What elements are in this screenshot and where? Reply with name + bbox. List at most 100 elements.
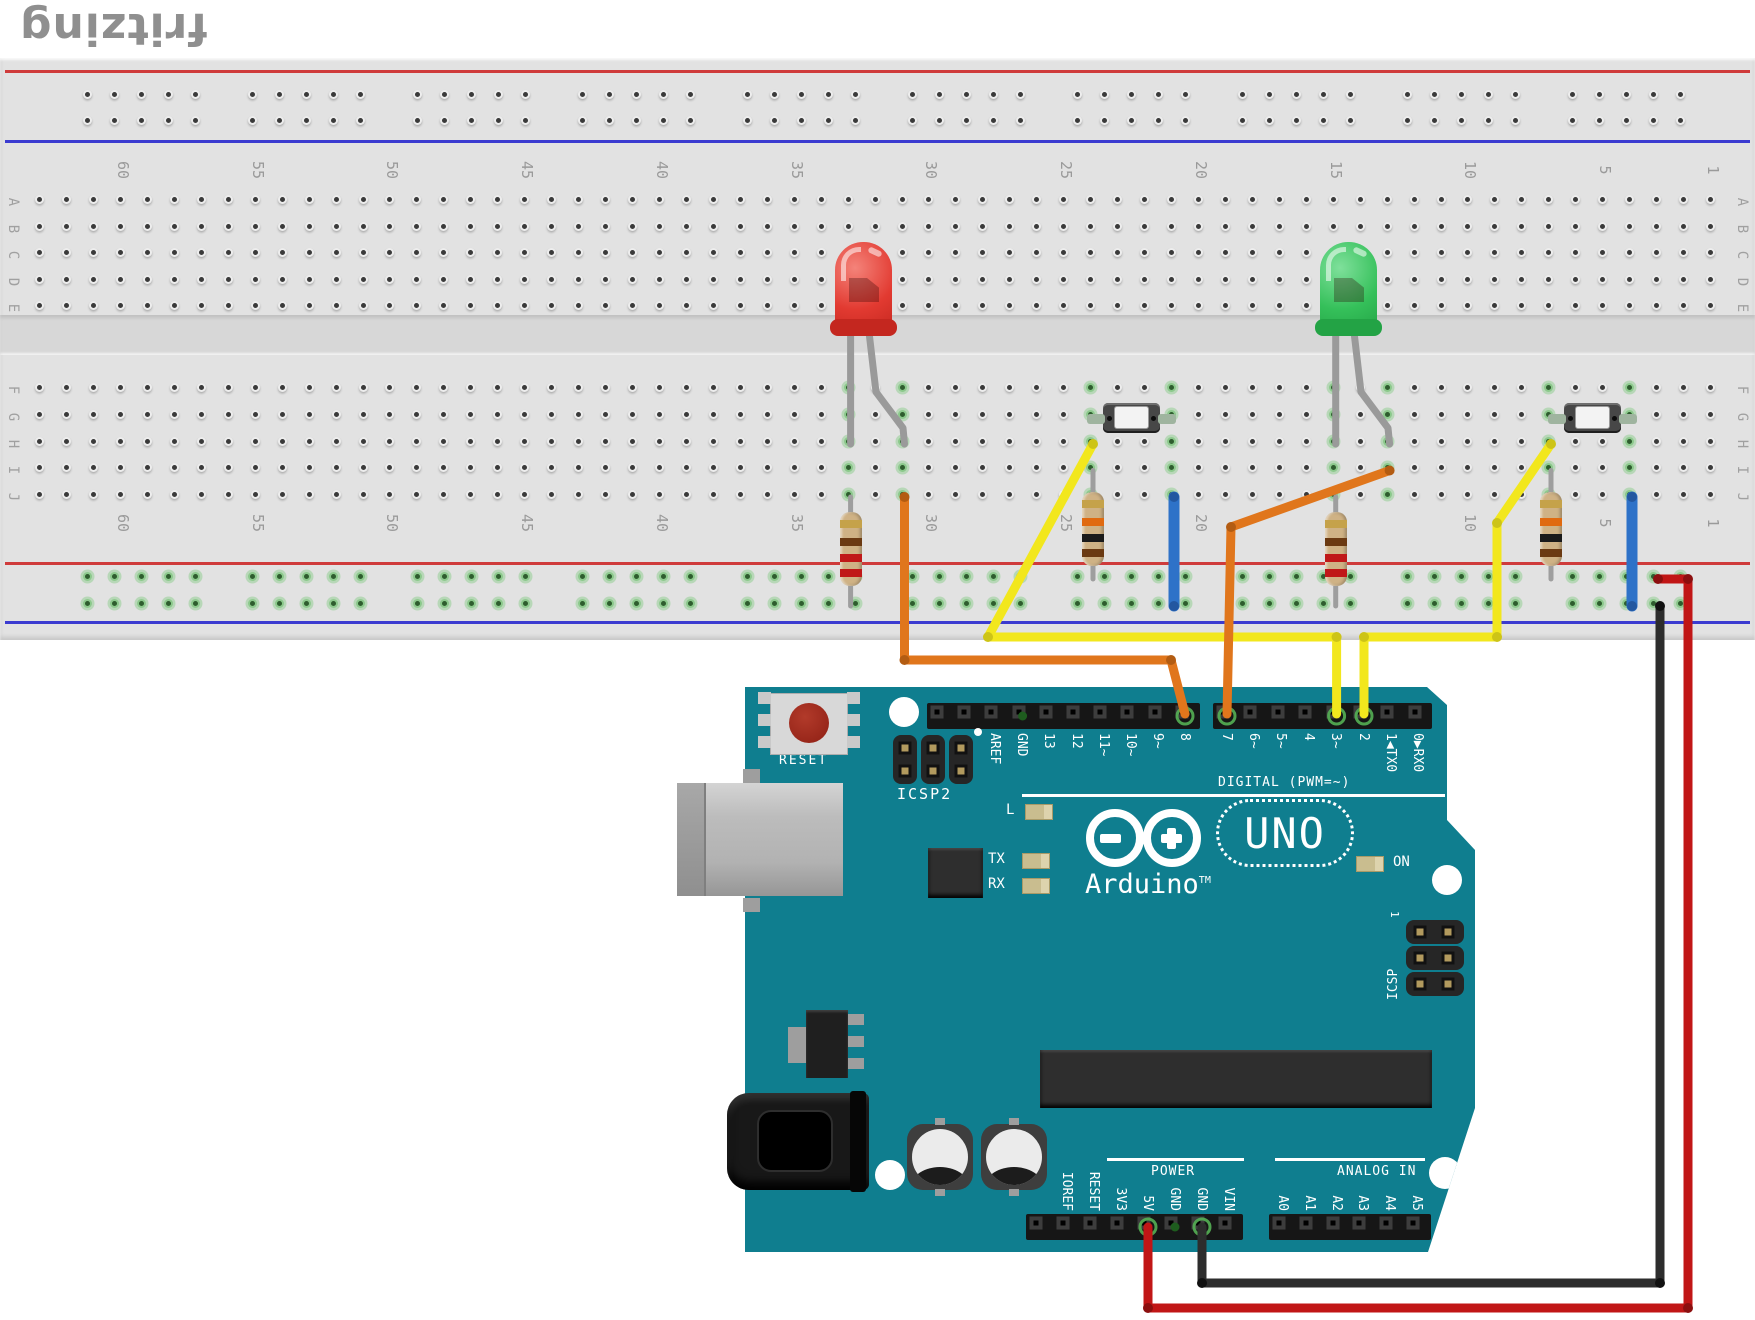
pin-IOREF[interactable] [1056,1216,1070,1230]
pin-11~[interactable] [1093,705,1107,719]
power-jack[interactable] [727,1091,869,1192]
pin-3[interactable] [1326,705,1340,719]
pin-A4[interactable] [1379,1216,1393,1230]
pin-GND[interactable] [1191,1216,1205,1230]
breadboard-rail-hole [356,116,365,125]
breadboard-rail-hole [191,90,200,99]
breadboard-hole [789,301,799,311]
breadboard-hole [196,463,206,473]
pin-12[interactable] [1066,705,1080,719]
pin-10~[interactable] [1120,705,1134,719]
breadboard-hole [331,383,341,392]
pin-RESET[interactable] [1083,1216,1097,1230]
icsp2-pad[interactable] [926,741,940,755]
breadboard-hole [1355,383,1365,392]
icsp2-pad[interactable] [898,741,912,755]
icsp-pad[interactable] [1413,977,1427,991]
breadboard-hole [169,436,179,446]
pin-VIN[interactable] [1218,1216,1232,1230]
breadboard-hole [1409,248,1419,258]
capacitor-top [912,1129,968,1185]
resistor-button-2[interactable] [1540,492,1562,566]
reset-label: RESET [779,753,829,768]
icsp-pad[interactable] [1441,951,1455,965]
pin-A0[interactable] [1272,1216,1286,1230]
pin-2[interactable] [1353,705,1367,719]
breadboard-rail-hole [908,116,917,125]
pin-A2[interactable] [1326,1216,1340,1230]
breadboard-hole [1274,436,1284,446]
breadboard-rail-hole [797,90,806,99]
pin-4[interactable] [1298,705,1312,719]
row-letter-J: J [1734,492,1750,502]
breadboard-rail-hole [302,572,311,581]
icsp2-pad[interactable] [954,764,968,778]
breadboard-hole [1544,463,1554,473]
pin-9~[interactable] [1148,705,1162,719]
breadboard-hole [1517,436,1527,446]
icsp-pad[interactable] [1413,925,1427,939]
icsp-pad[interactable] [1441,925,1455,939]
pin-5V[interactable] [1137,1216,1151,1230]
pin-d1[interactable] [957,705,971,719]
pin-1TX0[interactable] [1380,705,1394,719]
breadboard-hole [304,490,314,499]
pin-0RX0[interactable] [1408,705,1422,719]
reset-button[interactable] [789,703,829,743]
pin-GND[interactable] [1164,1216,1178,1230]
pin-A1[interactable] [1299,1216,1313,1230]
breadboard-hole [1328,383,1338,392]
breadboard-hole [493,248,503,258]
row-letter-C: C [5,250,21,260]
breadboard-hole [735,409,745,419]
pin-AREF[interactable] [984,705,998,719]
red-led[interactable] [830,242,897,336]
resistor-green-led[interactable] [1324,512,1347,586]
pin-GND[interactable] [1012,705,1026,719]
breadboard-rail-hole [605,90,614,99]
breadboard-rail-hole [824,599,833,608]
pin-5[interactable] [1271,705,1285,719]
breadboard-hole [1463,301,1473,311]
breadboard-hole [654,248,664,258]
pin-13[interactable] [1039,705,1053,719]
resistor-red-led-band-red [839,554,862,562]
breadboard-rail-hole [1154,90,1163,99]
resistor-button-1[interactable] [1082,492,1104,566]
pin-3V3[interactable] [1110,1216,1124,1230]
breadboard-hole [142,490,152,499]
breadboard-hole [89,383,98,392]
pushbutton-1[interactable] [1087,403,1176,433]
breadboard-hole [1301,490,1311,499]
pin-nc[interactable] [1029,1216,1043,1230]
icsp2-pad[interactable] [954,741,968,755]
breadboard-hole [1274,301,1284,311]
breadboard-hole [520,490,530,499]
icsp-pad[interactable] [1413,951,1427,965]
green-led[interactable] [1315,242,1382,336]
pushbutton-2[interactable] [1548,403,1637,433]
breadboard-hole [1355,409,1365,419]
pin-7[interactable] [1216,705,1230,719]
regulator-leg [848,1014,864,1025]
breadboard-rail-hole [1292,116,1301,125]
column-label-20: 20 [1191,160,1210,180]
pin-d0[interactable] [930,705,944,719]
resistor-red-led[interactable] [839,512,862,586]
breadboard-hole [628,436,637,446]
icsp2-pad[interactable] [898,764,912,778]
breadboard[interactable]: 6060555550504545404035353030252520201515… [0,58,1755,640]
capacitor-1[interactable] [907,1118,973,1196]
breadboard-hole [978,463,988,473]
breadboard-rail-hole [1568,90,1577,99]
icsp2-pad[interactable] [926,764,940,778]
icsp-pad[interactable] [1441,977,1455,991]
breadboard-hole [1382,274,1392,284]
capacitor-2[interactable] [981,1118,1047,1196]
pin-A5[interactable] [1406,1216,1420,1230]
pin-8[interactable] [1175,705,1189,719]
pin-6[interactable] [1243,705,1257,719]
breadboard-hole [250,301,260,311]
breadboard-hole [1032,409,1042,419]
pin-A3[interactable] [1352,1216,1366,1230]
